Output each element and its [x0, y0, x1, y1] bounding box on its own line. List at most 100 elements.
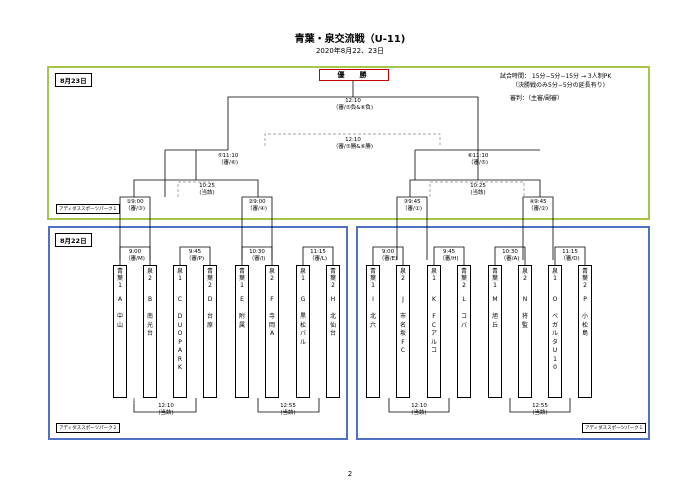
- match-time: 9:00: [381, 249, 395, 255]
- day23-panel: [47, 66, 650, 220]
- day22-label: 8月22日: [55, 233, 92, 247]
- r1-time: ③9:45: [403, 199, 421, 205]
- match-ref: （審/I): [248, 256, 266, 262]
- cons-left-label: 10:25 (当該): [182, 183, 232, 197]
- team-name: P 小 松 島: [581, 296, 588, 337]
- third-ref: （審/⑤勝&⑥勝): [332, 144, 374, 150]
- team-seed: 青 葉 1: [116, 268, 123, 289]
- lower-ref: (当該): [158, 410, 174, 416]
- page-title: 青葉・泉交流戦（U-11): [294, 34, 406, 45]
- cons-right-label: 10:25 (当該): [453, 183, 503, 197]
- team-seed: 青 葉 1: [369, 268, 376, 289]
- semi-left-label: ⑤11:10 （審/⑥): [198, 153, 258, 167]
- rules-line1: 試合時間： 15分−5分−15分 → 3人制PK: [500, 73, 612, 80]
- team-name: A 中 山: [116, 296, 123, 329]
- team-seed: 泉 2: [146, 268, 153, 282]
- cons-left-ref: (当該): [199, 190, 215, 196]
- day22-match-8: 11:15（審/D): [550, 249, 590, 263]
- day22-match-1: 9:00（審/M): [115, 249, 155, 263]
- lower-time: 12:55: [532, 403, 548, 409]
- team-column: 泉 1 C D U O P A R K: [173, 265, 187, 398]
- lower-left-2: 12:55(当該): [268, 403, 308, 417]
- final-time: 12:10: [345, 98, 361, 104]
- team-name: B 南 光 台: [146, 296, 153, 337]
- team-column: 泉 1 K F C ア ル コ: [427, 265, 441, 398]
- team-seed: 青 葉 2: [329, 268, 336, 289]
- match-time: 11:15: [310, 249, 326, 255]
- match-ref: （審/M): [125, 256, 145, 262]
- team-column: 泉 2 B 南 光 台: [143, 265, 157, 398]
- day22-venue-left: アディダススポーツパーク２: [56, 423, 121, 433]
- match-time: 9:00: [128, 249, 142, 255]
- team-column: 青 葉 1 I 北 六: [366, 265, 380, 398]
- final-ref: （審/⑤負&⑥負): [332, 105, 374, 111]
- match-ref: （審/H): [439, 256, 459, 262]
- lower-ref: (当該): [411, 410, 427, 416]
- rules-block: 試合時間： 15分−5分−15分 → 3人制PK （決勝戦のみ5分−5分の延長有…: [500, 72, 611, 103]
- day22-venue-right: アディダススポーツパーク１: [582, 423, 647, 433]
- team-name: J 市 名 坂 F C: [399, 296, 406, 354]
- team-name: C D U O P A R K: [177, 296, 183, 371]
- semi-left-time: ⑤11:10: [217, 153, 239, 159]
- lower-right-2: 12:55(当該): [520, 403, 560, 417]
- lower-time: 12:55: [280, 403, 296, 409]
- day22-right-panel: [356, 226, 650, 440]
- team-name: H 北 仙 台: [329, 296, 336, 337]
- r1-ref: （審/②): [528, 206, 548, 212]
- match-ref: （審/A): [500, 256, 520, 262]
- team-seed: 泉 2: [268, 268, 275, 282]
- match-time: 9:45: [442, 249, 456, 255]
- team-seed: 青 葉 2: [206, 268, 213, 289]
- r1-time: ①9:00: [126, 199, 144, 205]
- day22-left-panel: [48, 226, 348, 440]
- match-ref: （審/L): [308, 256, 328, 262]
- third-match-label: 12:10 （審/⑤勝&⑥勝): [323, 137, 383, 151]
- rules-line2: （決勝戦のみ5分−5分の延長有り): [512, 82, 606, 89]
- team-seed: 青 葉 1: [238, 268, 245, 289]
- team-seed: 青 葉 2: [581, 268, 588, 289]
- referee-note: 審判：（主審/副審）: [510, 95, 564, 102]
- r1-ref: （審/①): [402, 206, 422, 212]
- page-number: 2: [347, 470, 353, 478]
- day22-match-5: 9:00（審/E): [368, 249, 408, 263]
- team-name: F 寺 岡 A: [268, 296, 275, 337]
- day23-venue: アディダススポーツパーク１: [56, 204, 121, 214]
- semi-right-ref: （審/⑤): [468, 160, 488, 166]
- r1-time: ④9:45: [529, 199, 547, 205]
- day22-match-2: 9:45（審/P): [175, 249, 215, 263]
- r1-label-1: ①9:00 （審/③): [115, 199, 155, 213]
- team-name: E 附 属: [238, 296, 245, 329]
- team-column: 泉 2 F 寺 岡 A: [265, 265, 279, 398]
- team-seed: 泉 1: [176, 268, 183, 282]
- cons-left-time: 10:25: [199, 183, 215, 189]
- final-match-label: 12:10 （審/⑤負&⑥負): [323, 98, 383, 112]
- cons-right-time: 10:25: [470, 183, 486, 189]
- team-column: 青 葉 2 H 北 仙 台: [326, 265, 340, 398]
- team-seed: 泉 1: [430, 268, 437, 282]
- lower-left-1: 12:10(当該): [146, 403, 186, 417]
- team-column: 青 葉 2 P 小 松 島: [578, 265, 592, 398]
- lower-right-1: 12:10(当該): [399, 403, 439, 417]
- match-time: 10:30: [502, 249, 518, 255]
- team-column: 青 葉 1 E 附 属: [235, 265, 249, 398]
- r1-time: ②9:00: [248, 199, 266, 205]
- day22-match-3: 10:30（審/I): [237, 249, 277, 263]
- lower-ref: (当該): [532, 410, 548, 416]
- team-column: 青 葉 2 D 台 原: [203, 265, 217, 398]
- lower-time: 12:10: [411, 403, 427, 409]
- lower-time: 12:10: [158, 403, 174, 409]
- team-seed: 青 葉 1: [491, 268, 498, 289]
- team-column: 青 葉 1 A 中 山: [113, 265, 127, 398]
- team-name: D 台 原: [206, 296, 213, 329]
- day22-match-6: 9:45（審/H): [429, 249, 469, 263]
- match-ref: （審/D): [560, 256, 580, 262]
- team-name: N 将 監: [521, 296, 528, 329]
- match-ref: （審/P): [185, 256, 205, 262]
- team-name: K F C ア ル コ: [430, 296, 437, 354]
- team-name: I 北 六: [369, 296, 376, 329]
